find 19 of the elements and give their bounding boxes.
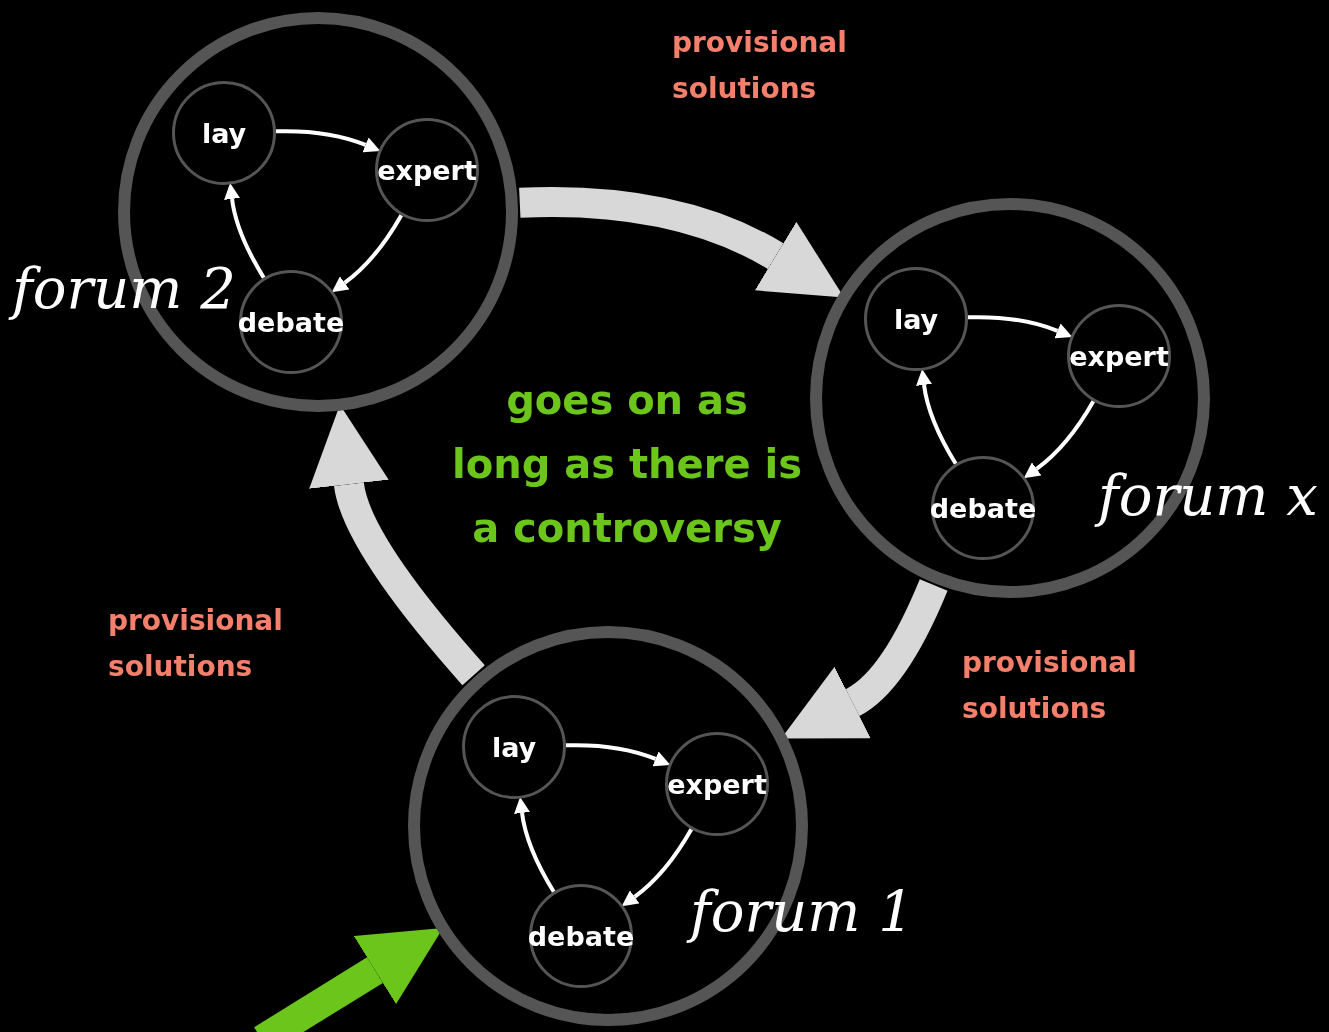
curved-arrow [514, 797, 556, 893]
curved-arrow [1023, 400, 1096, 479]
curved-arrow [916, 369, 958, 465]
curved-arrow [565, 743, 671, 767]
role-circle: lay [462, 695, 566, 799]
curved-arrow [224, 183, 266, 279]
role-circle: debate [239, 270, 343, 374]
role-circle: lay [172, 81, 276, 185]
role-circle: expert [665, 732, 769, 836]
role-circle: debate [931, 456, 1035, 560]
curved-arrow [621, 828, 694, 907]
role-circle: expert [1067, 304, 1171, 408]
note-text: goes on as long as there is a controversy [452, 376, 802, 553]
role-circle: expert [375, 118, 479, 222]
curved-arrow [331, 214, 404, 293]
role-circle: lay [864, 267, 968, 371]
curved-arrow [275, 129, 381, 153]
role-circle: debate [529, 884, 633, 988]
curved-arrow [967, 315, 1073, 339]
